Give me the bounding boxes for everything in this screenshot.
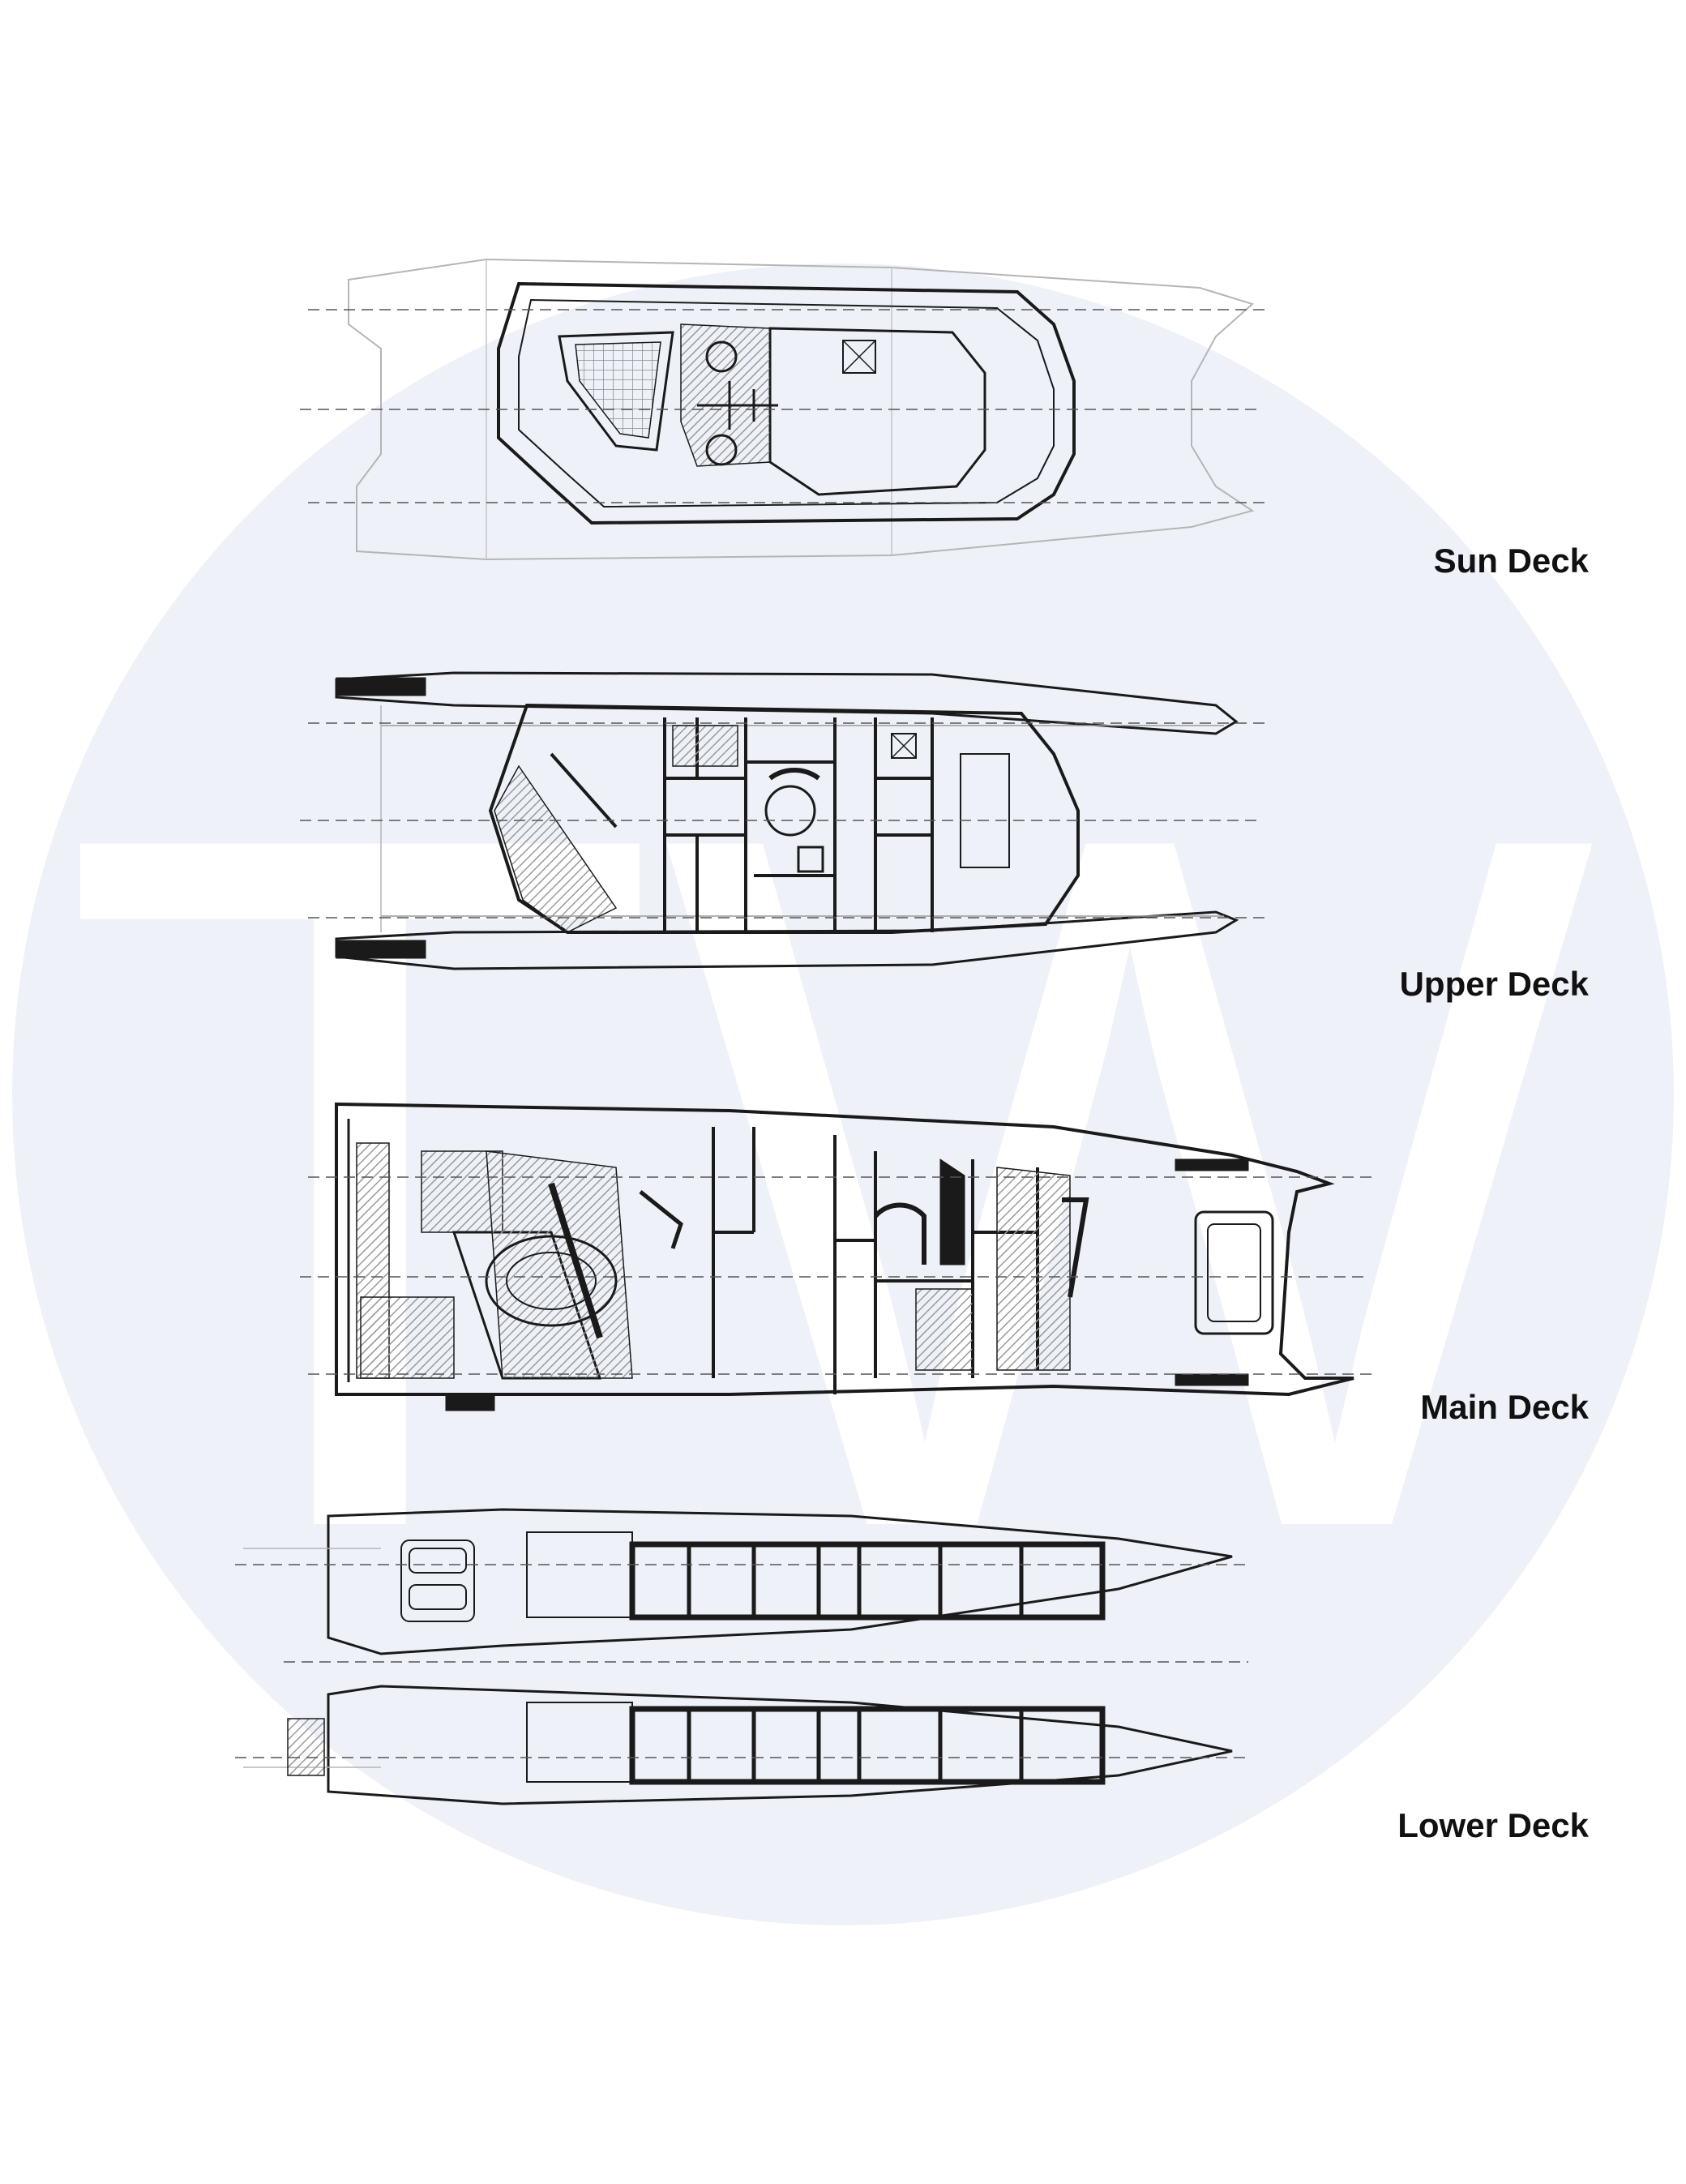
watermark-text: TW	[58, 629, 1605, 1734]
lower-deck-plan	[235, 1508, 1248, 1805]
lower-deck-label: Lower Deck	[1397, 1806, 1589, 1844]
main-deck-plan	[300, 1102, 1378, 1411]
upper-deck-plan	[300, 671, 1264, 970]
main-deck-label: Main Deck	[1420, 1388, 1589, 1426]
upper-deck-label: Upper Deck	[1399, 965, 1589, 1003]
background-circle	[12, 263, 1674, 1925]
sun-deck-label: Sun Deck	[1433, 542, 1589, 580]
sun-deck-plan	[300, 258, 1264, 561]
